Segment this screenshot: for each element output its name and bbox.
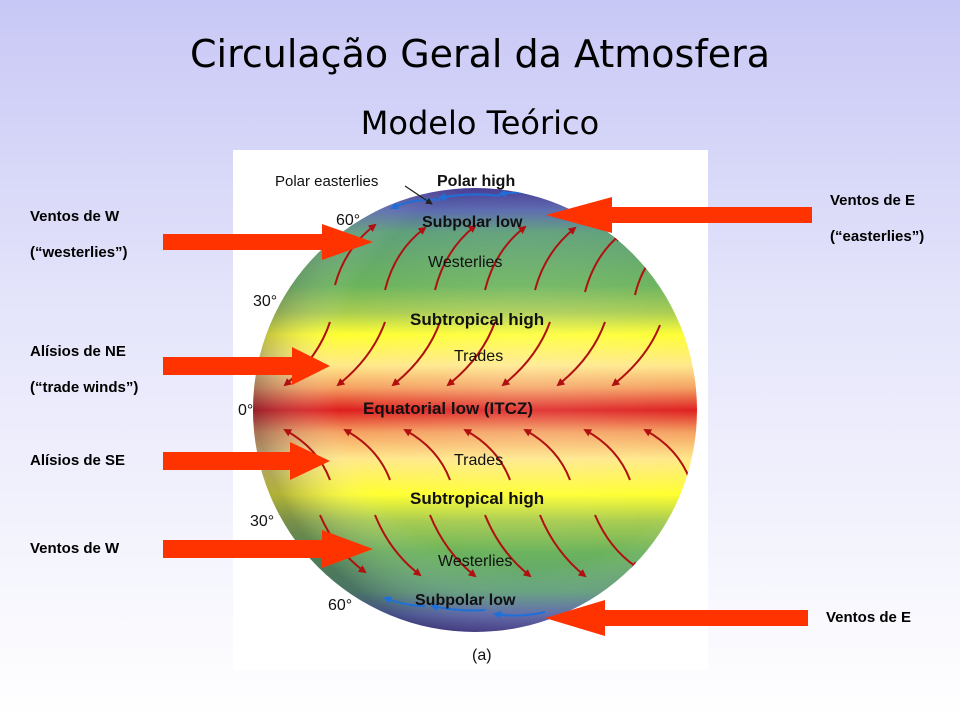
lat-0: 0° [238, 402, 253, 419]
label-easterlies-north-line2: (“easterlies”) [830, 228, 925, 245]
text-subpolar-low-south: Subpolar low [415, 592, 516, 609]
pointer-arrows [163, 197, 812, 636]
wind-arrows [283, 223, 691, 578]
polar-arrows [383, 189, 561, 619]
pointer-westerlies-south [163, 530, 373, 568]
label-westerlies-south: Ventos de W [30, 540, 120, 557]
text-westerlies-south: Westerlies [438, 553, 512, 570]
label-trades-se: Alísios de SE [30, 452, 126, 469]
text-equatorial-low: Equatorial low (ITCZ) [363, 399, 533, 418]
label-westerlies-north-line1: Ventos de W [30, 208, 120, 225]
slide-title: Circulação Geral da Atmosfera [189, 32, 771, 76]
figure-caption: (a) [472, 647, 492, 664]
pointer-easterlies-south [545, 600, 808, 636]
lat-30-north: 30° [253, 293, 277, 310]
text-polar-high: Polar high [437, 173, 515, 190]
polar-easterlies-leader [404, 185, 433, 205]
label-easterlies-north-line1: Ventos de E [830, 192, 916, 209]
label-westerlies-north-line2: (“westerlies”) [30, 244, 128, 261]
lat-60-south: 60° [328, 597, 352, 614]
slide-subtitle: Modelo Teórico [360, 104, 600, 142]
pointer-trades-se [163, 442, 330, 480]
text-trades-north: Trades [454, 348, 503, 365]
label-easterlies-south: Ventos de E [826, 609, 912, 626]
text-polar-easterlies: Polar easterlies [275, 173, 378, 190]
text-subpolar-low-north: Subpolar low [422, 214, 523, 231]
pointer-easterlies-north [546, 197, 812, 233]
text-westerlies-north: Westerlies [428, 254, 502, 271]
globe-shading [253, 188, 697, 632]
lat-30-south: 30° [250, 513, 274, 530]
text-subtropical-high-south: Subtropical high [410, 489, 544, 508]
text-trades-south: Trades [454, 452, 503, 469]
label-trades-ne-line1: Alísios de NE [30, 343, 126, 360]
text-subtropical-high-north: Subtropical high [410, 310, 544, 329]
pointer-trades-ne [163, 347, 330, 385]
pointer-westerlies-north [163, 224, 373, 260]
lat-60-north: 60° [336, 212, 360, 229]
label-trades-ne-line2: (“trade winds”) [30, 379, 139, 396]
